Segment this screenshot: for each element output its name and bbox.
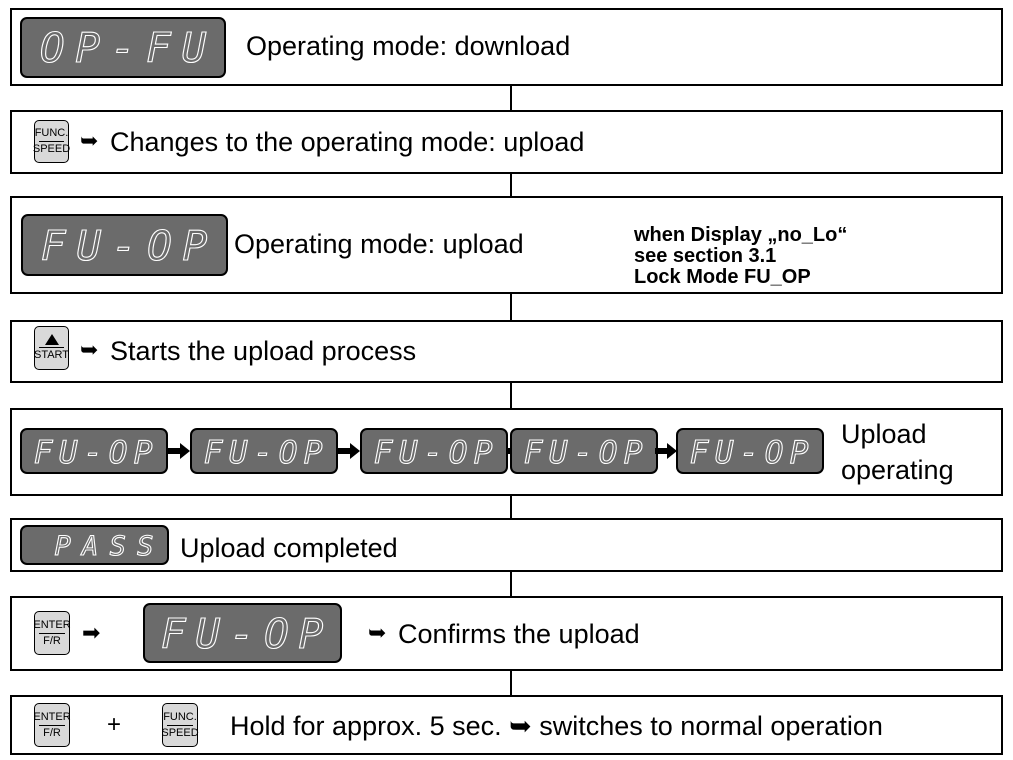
triangle-up-icon: [44, 334, 59, 345]
svg-text:FU-OP: FU-OP: [374, 435, 493, 471]
connector-line: [510, 86, 512, 110]
svg-text:FU-OP: FU-OP: [204, 435, 323, 471]
func-speed-key[interactable]: FUNC.SPEED: [161, 703, 199, 747]
connector-line: [510, 671, 512, 695]
segment-display: OP-FU: [20, 17, 226, 78]
connector-line: [510, 572, 512, 596]
hook-arrow-icon: ➥: [368, 620, 387, 645]
arrow-right-icon: ➡: [82, 620, 101, 645]
hook-arrow-icon: ➥: [80, 337, 99, 362]
step-text: Confirms the upload: [398, 619, 640, 649]
connector-line: [510, 174, 512, 196]
connector-line: [510, 496, 512, 518]
func-speed-key[interactable]: FUNC.SPEED: [33, 120, 70, 163]
step-text: Operating mode: upload: [234, 229, 524, 259]
segment-display: FU-OP: [143, 603, 342, 663]
step-change-mode: [10, 110, 1003, 174]
step-start-upload: [10, 320, 1003, 383]
connector-line: [510, 294, 512, 320]
hook-arrow-icon: ➥: [80, 128, 99, 153]
segment-display: FU-OP: [676, 428, 824, 474]
note-line: see section 3.1: [634, 245, 777, 267]
arrow-right-icon: [168, 443, 190, 459]
segment-display: PASS: [20, 525, 169, 565]
plus-sign: +: [107, 711, 122, 738]
step-text: Operating mode: download: [246, 31, 571, 61]
step-upload-completed: [10, 518, 1003, 572]
segment-display: FU-OP: [510, 428, 658, 474]
segment-display: FU-OP: [190, 428, 338, 474]
svg-text:FU-OP: FU-OP: [41, 222, 208, 270]
segment-display: FU-OP: [20, 428, 168, 474]
note-line: Lock Mode FU_OP: [634, 266, 811, 288]
svg-text:OP-FU: OP-FU: [40, 24, 207, 72]
svg-text:FU-OP: FU-OP: [524, 435, 643, 471]
svg-text:FU-OP: FU-OP: [34, 435, 153, 471]
segment-display: FU-OP: [360, 428, 508, 474]
step-text: Upload completed: [180, 533, 398, 563]
connector-line: [510, 383, 512, 408]
step-text: Changes to the operating mode: upload: [110, 127, 585, 157]
step-text: Starts the upload process: [110, 336, 417, 366]
svg-text:PASS: PASS: [54, 531, 153, 562]
step-text-line2: operating: [841, 455, 954, 485]
step-text-line1: Upload: [841, 419, 927, 449]
segment-display: FU-OP: [21, 214, 228, 276]
arrow-right-icon: [338, 443, 360, 459]
svg-text:FU-OP: FU-OP: [161, 610, 324, 658]
svg-text:FU-OP: FU-OP: [690, 435, 809, 471]
note-line: when Display „no_Lo“: [634, 224, 848, 246]
arrow-right-icon: [655, 443, 677, 459]
start-key[interactable]: START: [34, 326, 69, 370]
step-text: Hold for approx. 5 sec. ➥ switches to no…: [230, 711, 883, 741]
